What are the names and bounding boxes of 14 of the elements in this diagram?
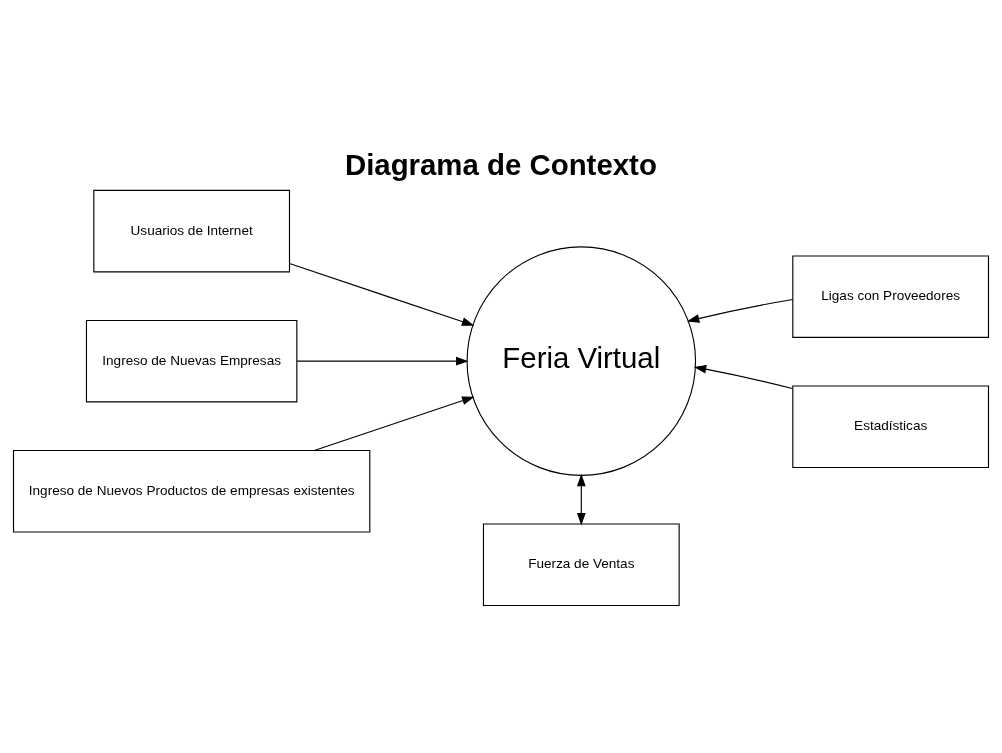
node-box: Usuarios de Internet xyxy=(93,189,291,272)
node-box: Ingreso de Nuevos Productos de empresas existentes xyxy=(12,449,371,533)
arrow xyxy=(313,396,475,451)
node-circle: Feria Virtual xyxy=(466,245,697,476)
arrow xyxy=(576,473,586,525)
node-box: Estadísticas xyxy=(792,385,990,468)
node-box: Ligas con Proveedores xyxy=(792,254,990,338)
node-box: Fuerza de Ventas xyxy=(482,522,680,606)
arrow xyxy=(296,356,469,366)
arrow xyxy=(288,262,475,326)
arrow xyxy=(686,298,794,323)
node-box: Ingreso de Nuevas Empresas xyxy=(85,319,298,402)
diagram-title: Diagrama de Contexto xyxy=(344,147,657,181)
arrow xyxy=(693,364,793,389)
